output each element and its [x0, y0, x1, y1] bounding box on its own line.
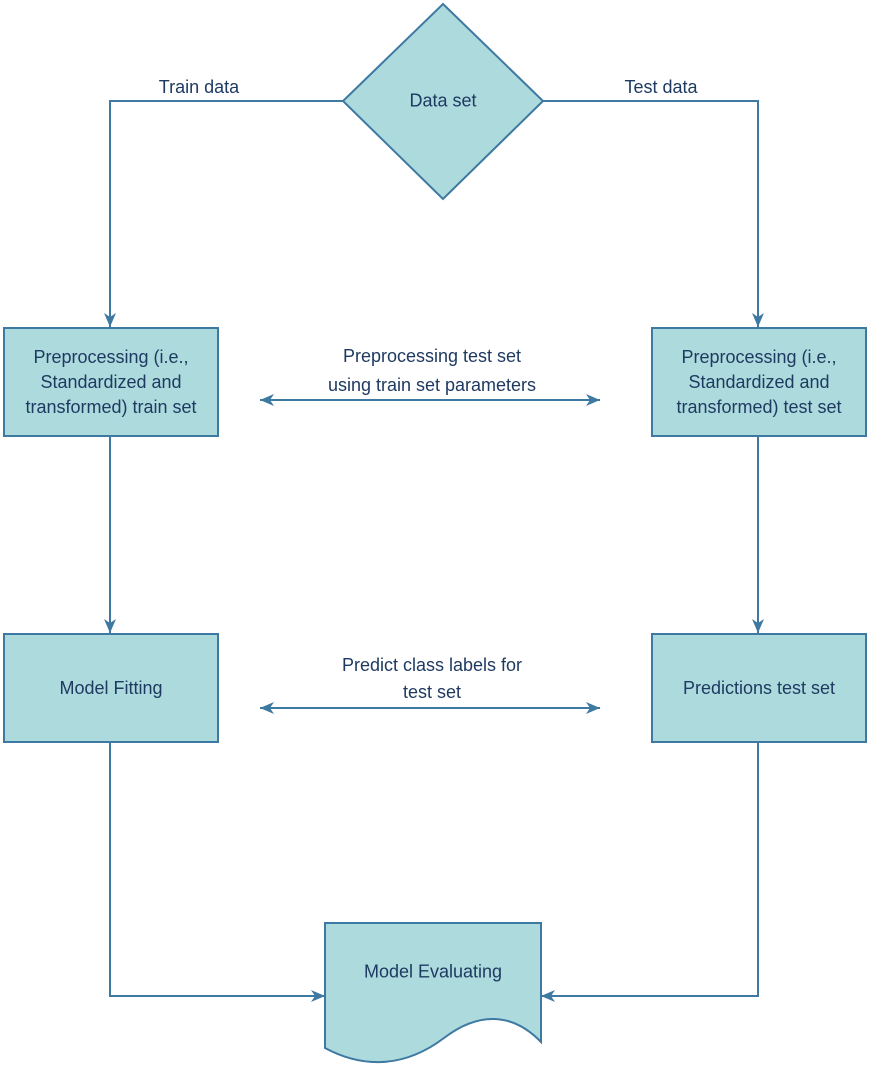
predictions-test-box: Predictions test set	[651, 633, 867, 743]
model-evaluating-label: Model Evaluating	[363, 961, 503, 982]
model-evaluating-document-shape	[324, 922, 542, 1064]
dataset-node-label: Data set	[409, 90, 477, 111]
test-data-edge-label: Test data	[624, 77, 698, 97]
predict-labels-note-line2: test set	[402, 682, 462, 702]
preprocess-parameters-note-line2: using train set parameters	[327, 375, 537, 395]
model-fitting-label: Model Fitting	[59, 677, 163, 698]
edge-predictions-to-model-evaluating	[541, 742, 759, 1002]
edge-dataset-to-preprocess-test	[543, 100, 764, 327]
edge-dataset-to-preprocess-train	[104, 100, 343, 327]
preprocess-parameters-note-line1: Preprocessing test set	[342, 346, 522, 366]
preprocess-parameters-note: Preprocessing test set using train set p…	[328, 342, 536, 400]
preprocess-train-label: Preprocessing (i.e., Standardized and tr…	[25, 346, 197, 417]
edge-model-fitting-to-model-evaluating	[109, 742, 325, 1002]
dataset-diamond-shape	[341, 2, 545, 201]
preprocess-test-box: Preprocessing (i.e., Standardized and tr…	[651, 327, 867, 437]
predict-labels-note: Predict class labels for test set	[342, 652, 522, 706]
predict-labels-note-line1: Predict class labels for	[341, 655, 523, 675]
predictions-test-label: Predictions test set	[682, 677, 836, 698]
preprocess-train-box: Preprocessing (i.e., Standardized and tr…	[3, 327, 219, 437]
preprocess-test-label: Preprocessing (i.e., Standardized and tr…	[676, 346, 842, 417]
model-fitting-box: Model Fitting	[3, 633, 219, 743]
train-data-edge-label: Train data	[158, 77, 240, 97]
